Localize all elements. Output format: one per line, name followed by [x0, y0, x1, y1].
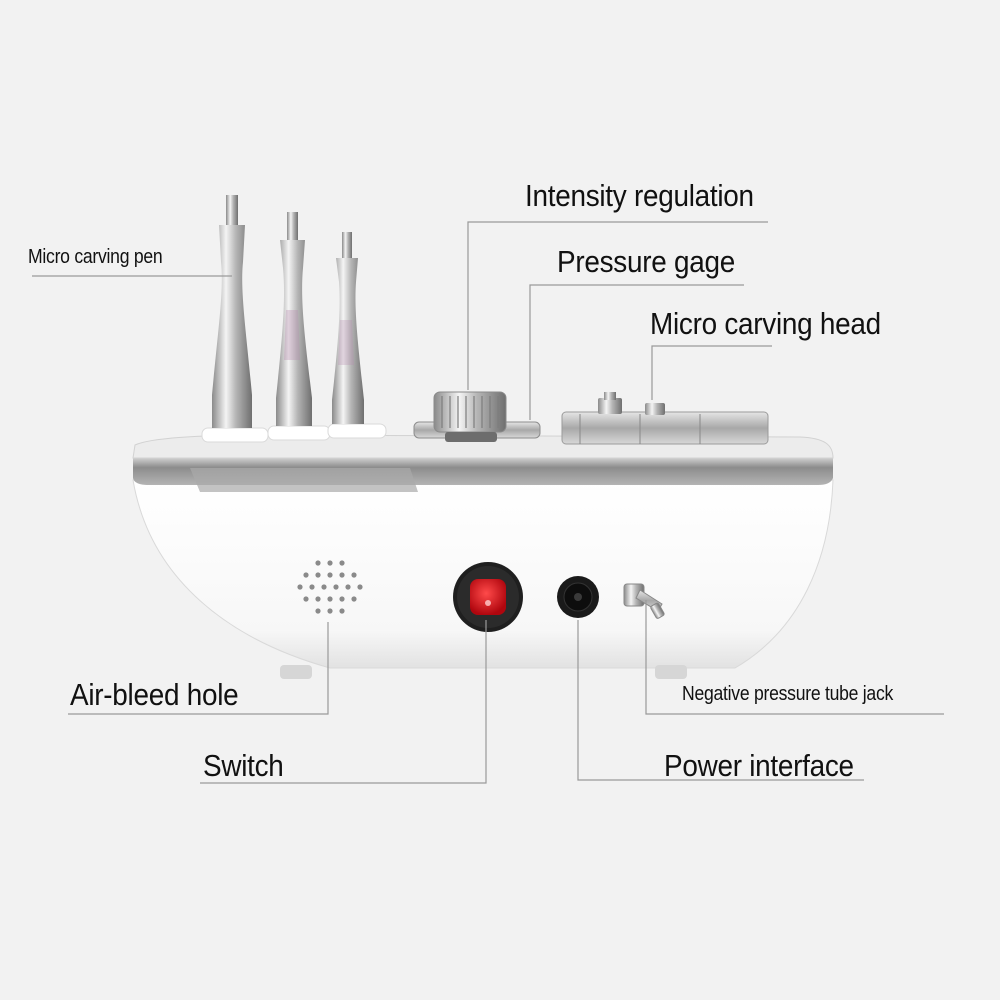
leader-pressure-gage — [529, 284, 744, 420]
leader-micro-carving-head — [651, 345, 772, 400]
label-intensity-regulation: Intensity regulation — [525, 178, 754, 213]
tube-jack — [623, 583, 665, 619]
label-negative-pressure-tube-jack: Negative pressure tube jack — [682, 683, 894, 705]
micro-carving-heads — [561, 392, 769, 445]
label-pressure-gage: Pressure gage — [557, 244, 735, 279]
air-bleed-grille — [297, 560, 363, 614]
label-switch: Switch — [203, 748, 284, 783]
leader-tube-jack — [645, 600, 944, 715]
label-micro-carving-head: Micro carving head — [650, 306, 881, 341]
micro-carving-pen-3 — [332, 232, 364, 424]
micro-carving-pen-2 — [276, 212, 312, 426]
label-power-interface: Power interface — [664, 748, 854, 783]
leader-air-bleed-hole — [68, 622, 329, 715]
label-micro-carving-pen: Micro carving pen — [28, 246, 163, 268]
foot-left — [280, 665, 312, 679]
power-switch — [453, 562, 523, 632]
leader-lines — [32, 221, 944, 784]
intensity-knob — [413, 391, 541, 442]
label-air-bleed-hole: Air-bleed hole — [70, 677, 239, 712]
micro-carving-pen-1 — [212, 195, 252, 428]
foot-right — [655, 665, 687, 679]
leader-power-interface — [577, 620, 864, 781]
leader-switch — [200, 620, 487, 784]
power-jack — [557, 576, 599, 618]
leader-intensity-regulation — [467, 221, 768, 390]
